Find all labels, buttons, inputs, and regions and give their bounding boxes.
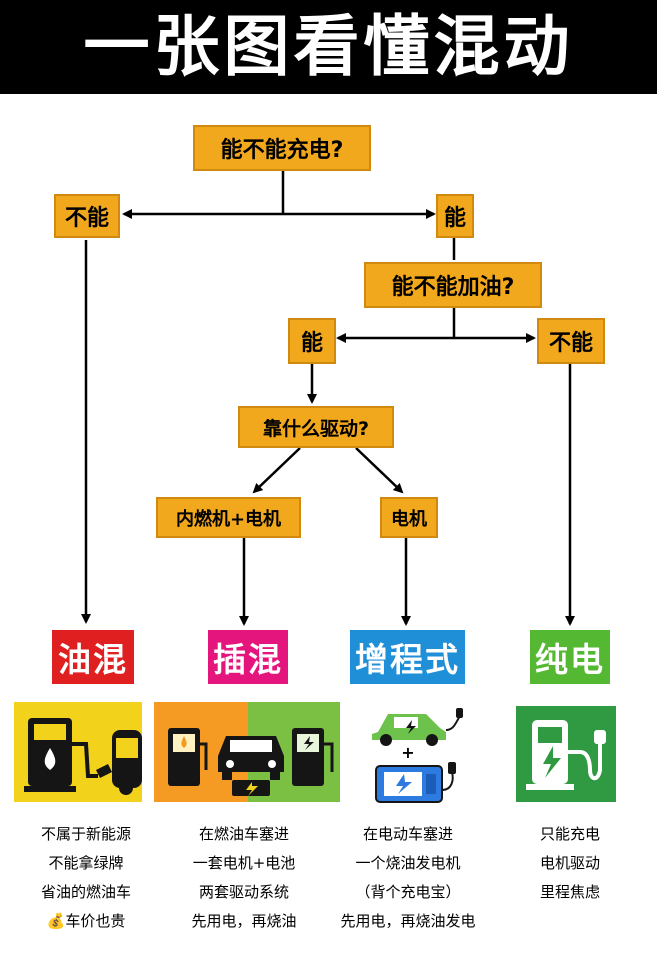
fuel-and-charger-icon: [154, 702, 340, 802]
desc-line-text: 车价也贵: [65, 912, 126, 930]
ev-charger-icon: [516, 706, 616, 802]
desc-line: 两套驱动系统: [198, 883, 289, 901]
desc-line: 一套电机+电池: [192, 854, 296, 872]
fuel-pump-icon: [14, 702, 142, 802]
arrow-to-motor: [355, 447, 404, 494]
description-bev: 只能充电 电机驱动 里程焦虑: [500, 820, 640, 907]
electric-car-battery-icon: +: [372, 708, 463, 803]
desc-line: 💰车价也贵: [14, 907, 158, 936]
arrow-to-ice-motor: [252, 447, 301, 494]
node-can-charge: 能不能充电?: [193, 125, 371, 171]
desc-line: 在燃油车塞进: [198, 825, 289, 843]
category-erev: 增程式: [350, 630, 465, 684]
desc-line: 省油的燃油车: [40, 883, 131, 901]
node-no-fuel: 不能: [537, 318, 605, 364]
desc-line: 电机驱动: [539, 854, 600, 872]
plus-sign: +: [401, 743, 414, 762]
desc-line: 里程焦虑: [539, 883, 600, 901]
node-ice-motor: 内燃机+电机: [156, 497, 301, 538]
category-bev: 纯电: [530, 630, 610, 684]
node-can-fuel: 能不能加油?: [364, 262, 542, 308]
category-phev: 插混: [208, 630, 288, 684]
node-motor: 电机: [380, 497, 438, 538]
desc-line: 先用电，再烧油发电: [340, 912, 476, 930]
node-yes-charge: 能: [436, 194, 474, 238]
page-title: 一张图看懂混动: [83, 8, 574, 85]
node-drive-by: 靠什么驱动?: [238, 406, 394, 448]
description-erev: 在电动车塞进 一个烧油发电机 （背个充电宝） 先用电，再烧油发电: [330, 820, 486, 936]
desc-line: 不属于新能源: [40, 825, 131, 843]
node-yes-fuel: 能: [288, 318, 336, 364]
desc-line: （背个充电宝）: [355, 883, 461, 901]
desc-line: 先用电，再烧油: [191, 912, 297, 930]
desc-line: 在电动车塞进: [362, 825, 453, 843]
desc-line: 一个烧油发电机: [355, 854, 461, 872]
node-no-charge: 不能: [54, 194, 120, 238]
title-bar: [0, 0, 657, 94]
description-hev: 不属于新能源 不能拿绿牌 省油的燃油车 💰车价也贵: [14, 820, 158, 936]
desc-line: 不能拿绿牌: [48, 854, 124, 872]
money-bag-emoji: 💰: [46, 912, 66, 930]
desc-line: 只能充电: [539, 825, 600, 843]
description-phev: 在燃油车塞进 一套电机+电池 两套驱动系统 先用电，再烧油: [166, 820, 322, 936]
category-hev: 油混: [52, 630, 134, 684]
